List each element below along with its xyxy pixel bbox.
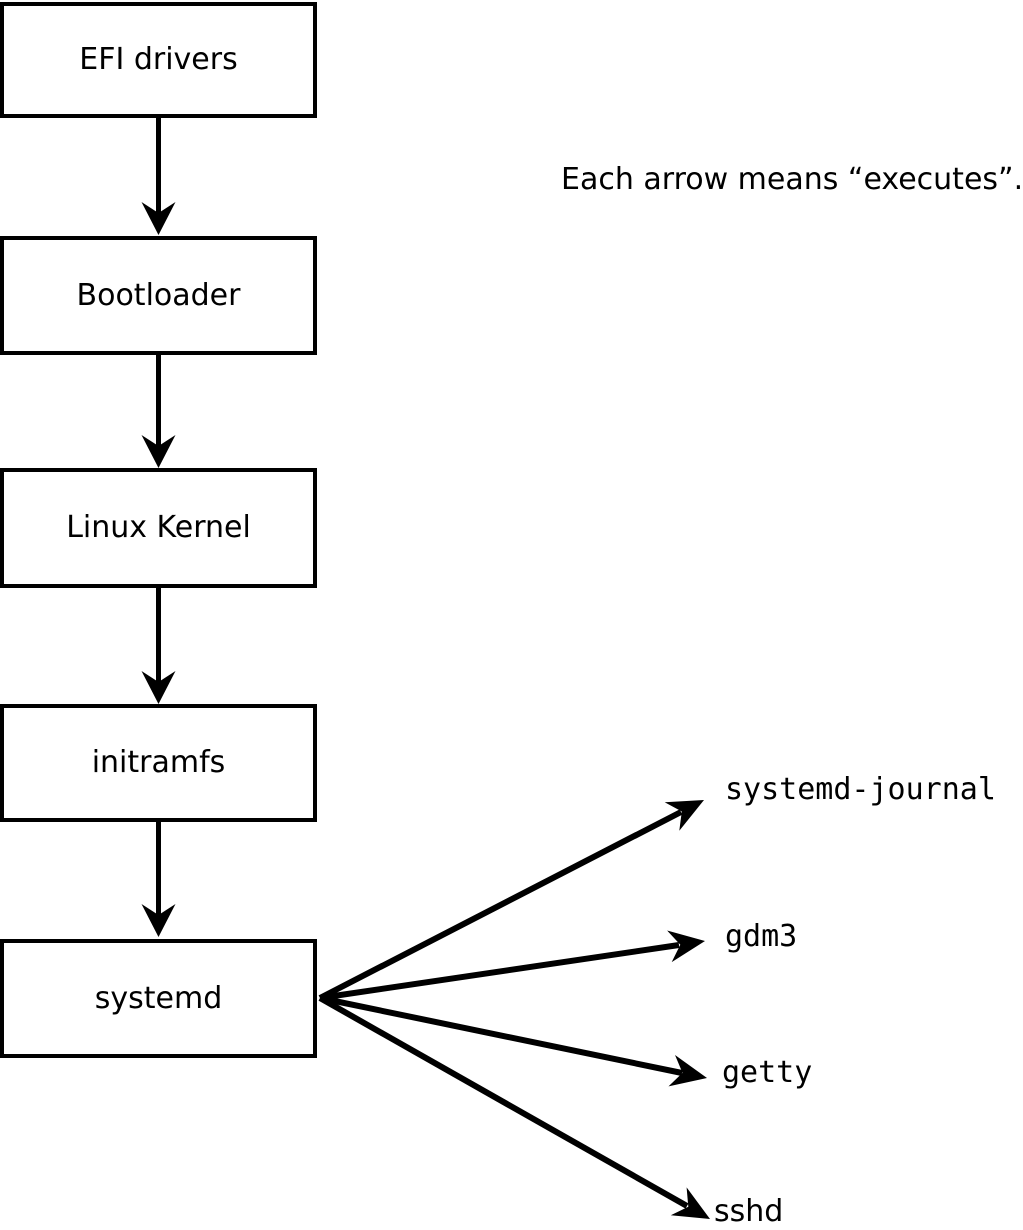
arrow-legend-text: Each arrow means “executes”. bbox=[561, 162, 1023, 197]
process-label-getty: getty bbox=[722, 1055, 813, 1090]
process-label-sshd: sshd bbox=[714, 1194, 784, 1229]
node-efi-drivers: EFI drivers bbox=[0, 2, 317, 118]
arrow-systemd-to-getty bbox=[319, 995, 707, 1087]
node-bootloader: Bootloader bbox=[0, 236, 317, 355]
arrow-systemd-to-sshd bbox=[318, 995, 710, 1219]
node-initramfs: initramfs bbox=[0, 704, 317, 822]
node-linux-kernel-label: Linux Kernel bbox=[66, 510, 251, 545]
node-bootloader-label: Bootloader bbox=[76, 277, 241, 313]
node-systemd: systemd bbox=[0, 939, 317, 1058]
arrow-systemd-to-gdm3 bbox=[319, 930, 705, 1001]
arrow-initramfs-to-systemd bbox=[141, 822, 176, 937]
node-systemd-label: systemd bbox=[94, 980, 223, 1016]
node-initramfs-label: initramfs bbox=[91, 745, 226, 780]
process-label-gdm3: gdm3 bbox=[725, 919, 798, 954]
process-label-systemd-journal: systemd-journal bbox=[725, 772, 996, 807]
node-linux-kernel: Linux Kernel bbox=[0, 468, 317, 588]
node-efi-drivers-label: EFI drivers bbox=[79, 42, 238, 77]
arrow-systemd-to-systemd-journal bbox=[318, 800, 704, 1001]
arrow-kernel-to-initramfs bbox=[141, 588, 176, 704]
arrow-bootloader-to-kernel bbox=[141, 355, 176, 468]
arrow-efi-to-bootloader bbox=[141, 118, 176, 235]
